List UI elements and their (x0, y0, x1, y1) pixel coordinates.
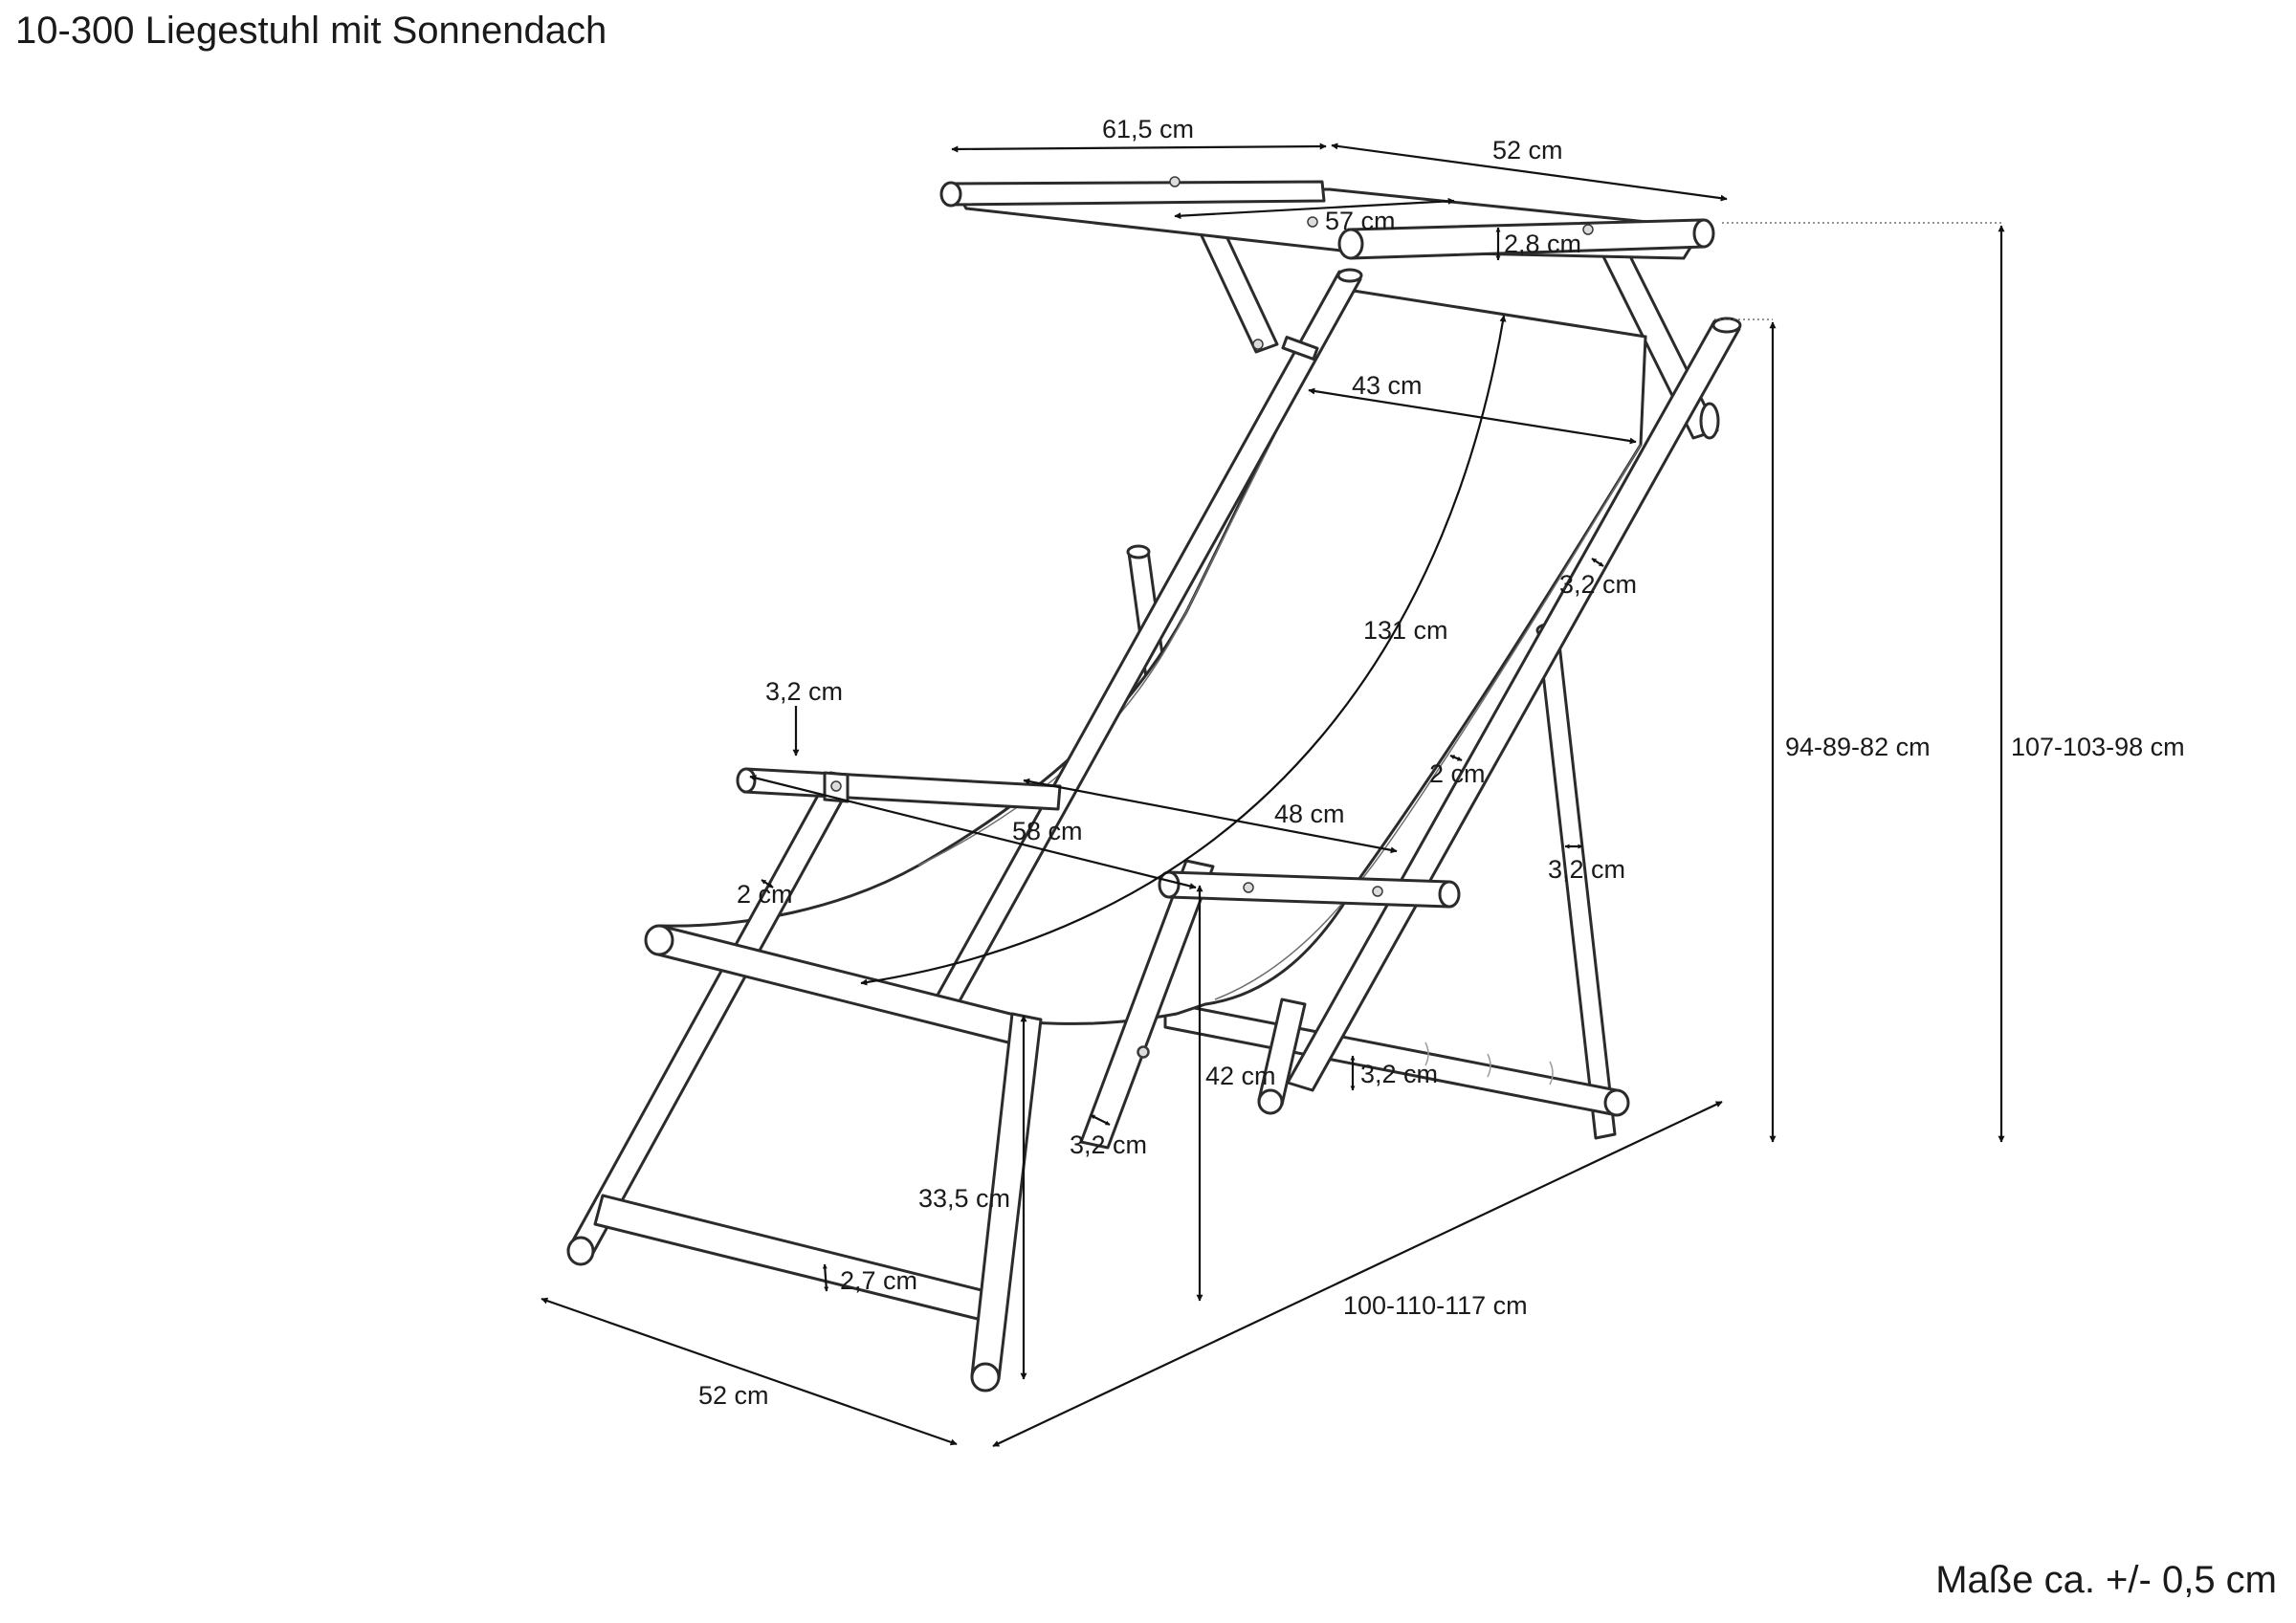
canopy (939, 176, 1715, 260)
dim-total-length: 100-110-117 cm (1343, 1291, 1528, 1320)
dim-armrest-height: 42 cm (1205, 1062, 1276, 1090)
rear-crossbar (1163, 1000, 1630, 1117)
dim-inner-width: 48 cm (1274, 800, 1345, 828)
foot-bar (593, 1194, 987, 1322)
diagram-title: 10-300 Liegestuhl mit Sonnendach (15, 10, 607, 52)
dim-canopy-depth: 52 cm (1492, 136, 1563, 164)
dim-fabric-gap-right: 2 cm (1429, 759, 1486, 788)
armrest-left (736, 767, 1062, 811)
dim-front-leg: 3,2 cm (1070, 1130, 1147, 1159)
dim-seat-width: 43 cm (1352, 371, 1423, 400)
dim-crossbar: 3,2 cm (1360, 1060, 1438, 1088)
dim-rear-leg: 3,2 cm (1548, 855, 1625, 884)
dim-fabric-length: 131 cm (1363, 616, 1448, 645)
dim-fabric-gap-left: 2 cm (737, 880, 793, 909)
dim-seat-height: 33,5 cm (918, 1184, 1010, 1213)
dim-canopy-inner: 57 cm (1325, 207, 1396, 235)
dimension-labels: 61,5 cm 52 cm 57 cm 2,8 cm 43 cm 131 cm … (698, 115, 2185, 1410)
dim-armrest-length: 58 cm (1012, 817, 1083, 845)
rear-leg-right-lower (1257, 998, 1307, 1115)
dim-height-no-canopy: 94-89-82 cm (1785, 733, 1931, 761)
dimension-lines (541, 143, 2005, 1447)
dim-back-frame: 3,2 cm (1559, 570, 1637, 599)
front-leg-left (566, 771, 857, 1266)
dim-armrest-thickness: 3,2 cm (765, 677, 843, 706)
dim-height-with-canopy: 107-103-98 cm (2011, 733, 2185, 761)
chair-illustration (566, 176, 1742, 1393)
dim-canopy-length: 61,5 cm (1102, 115, 1194, 143)
dim-base-width: 52 cm (698, 1381, 769, 1410)
dim-canopy-bar: 2,8 cm (1504, 230, 1581, 258)
dim-foot-bar: 2,7 cm (840, 1266, 917, 1295)
tolerance-note: Maße ca. +/- 0,5 cm (1935, 1559, 2277, 1601)
